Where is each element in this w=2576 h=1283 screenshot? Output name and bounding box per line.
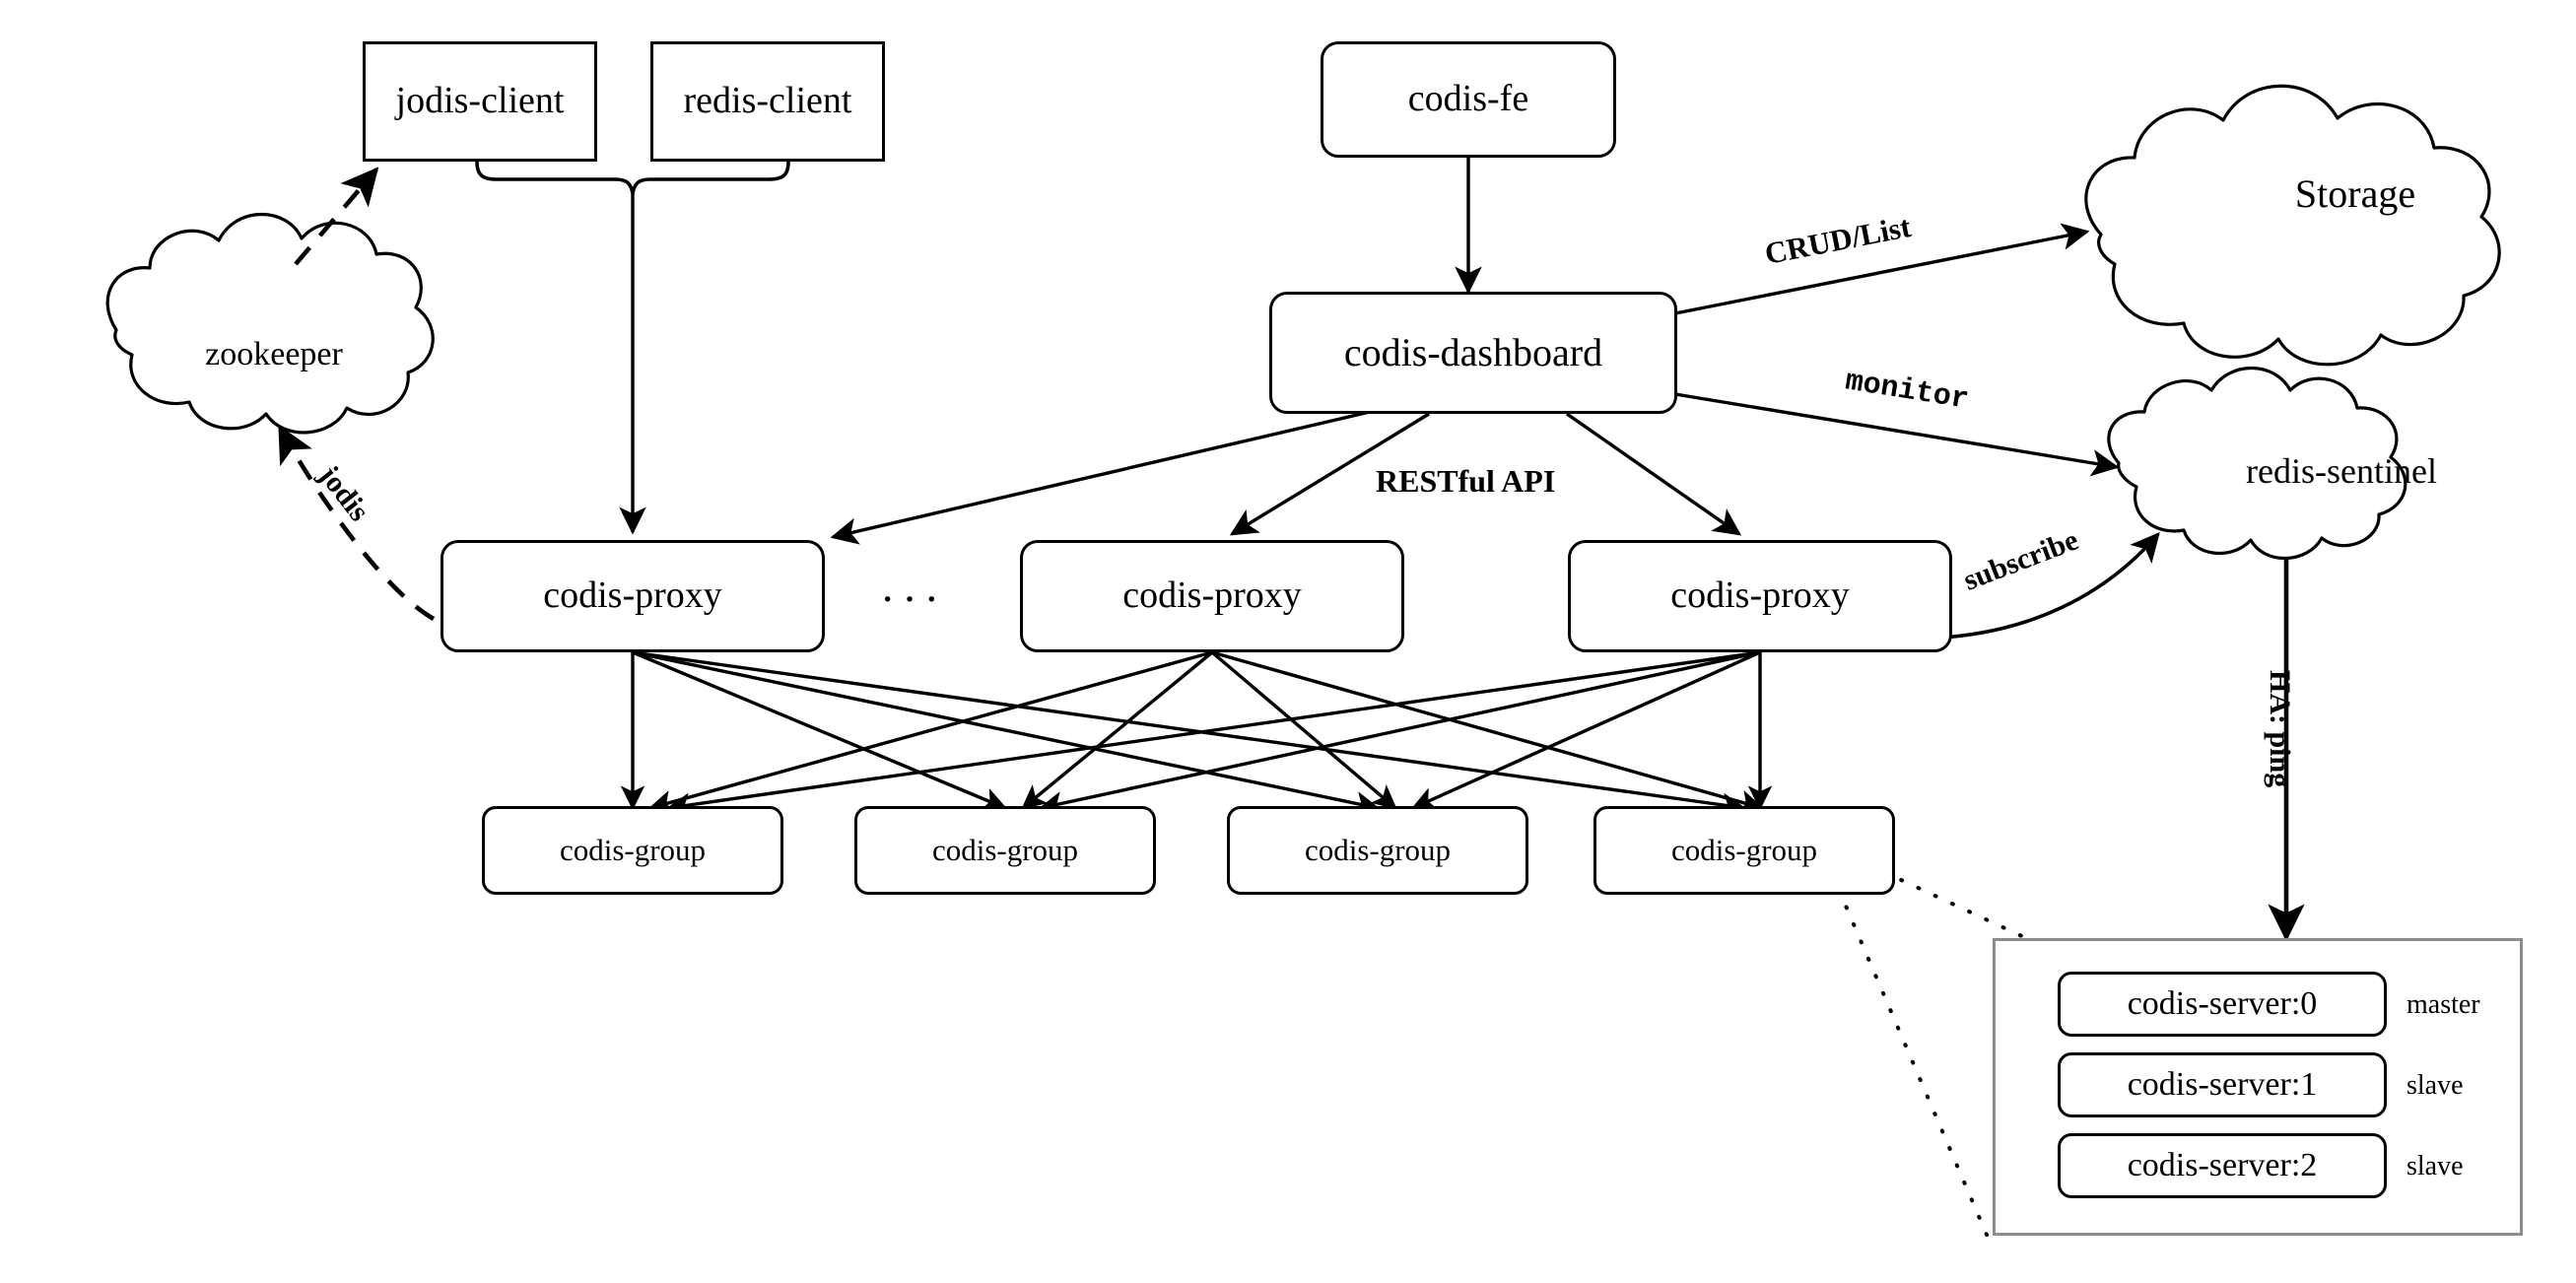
node-codis-group-4-label: codis-group (1670, 832, 1818, 867)
edge-proxy2-group2 (1021, 650, 1214, 810)
node-codis-server-1[interactable]: codis-server:1 (2058, 1052, 2387, 1117)
node-redis-client-label: redis-client (683, 80, 852, 122)
edge-zookeeper-to-jodis-client (294, 167, 379, 266)
edge-proxy1-group4 (632, 650, 1747, 817)
node-codis-proxy-2[interactable]: codis-proxy (1020, 540, 1404, 652)
node-codis-server-1-label: codis-server:1 (2127, 1066, 2318, 1104)
node-codis-server-2[interactable]: codis-server:2 (2058, 1133, 2387, 1198)
node-codis-dashboard-label: codis-dashboard (1343, 330, 1603, 374)
node-codis-server-0-label: codis-server:0 (2127, 985, 2318, 1023)
edge-proxy-group-mesh (620, 650, 1773, 817)
proxy-ellipsis: ··· (880, 574, 946, 624)
node-storage-label: Storage (2294, 170, 2416, 216)
edge-label-subscribe: subscribe (1958, 523, 2083, 597)
edge-proxy1-group3 (632, 650, 1381, 816)
node-codis-group-1-label: codis-group (559, 832, 707, 867)
node-codis-proxy-3-label: codis-proxy (1670, 574, 1850, 617)
node-redis-sentinel: redis-sentinel (2115, 447, 2568, 495)
node-codis-group-2-label: codis-group (931, 832, 1079, 867)
edge-proxy2-group1 (647, 650, 1213, 814)
node-codis-server-0[interactable]: codis-server:0 (2058, 972, 2387, 1037)
node-codis-fe[interactable]: codis-fe (1321, 41, 1616, 158)
node-zookeeper-label: zookeeper (205, 336, 343, 372)
node-codis-proxy-1[interactable]: codis-proxy (441, 540, 825, 652)
node-redis-client[interactable]: redis-client (650, 41, 885, 162)
storage-cloud (2084, 84, 2501, 367)
node-codis-group-2[interactable]: codis-group (854, 806, 1156, 895)
edge-dashboard-to-proxy3 (1566, 412, 1742, 536)
node-codis-proxy-2-label: codis-proxy (1122, 574, 1302, 617)
edge-label-ha-ping: HA: ping (2264, 670, 2296, 788)
node-codis-fe-label: codis-fe (1407, 78, 1529, 120)
role-label-slave-1: slave (2407, 1070, 2464, 1101)
node-codis-dashboard[interactable]: codis-dashboard (1269, 292, 1677, 414)
client-brace (475, 160, 790, 194)
node-redis-sentinel-label: redis-sentinel (2246, 451, 2437, 491)
node-codis-proxy-3[interactable]: codis-proxy (1568, 540, 1952, 652)
node-codis-group-3-label: codis-group (1304, 832, 1452, 867)
edge-dashboard-to-proxy1 (830, 410, 1371, 545)
edge-proxy3-group3 (1410, 650, 1761, 810)
edge-proxy2-group3 (1210, 650, 1397, 810)
edge-proxy1-to-zookeeper (277, 424, 436, 622)
node-storage: Storage (2129, 168, 2576, 219)
edge-proxy1-group2 (632, 650, 1008, 811)
edge-proxy3-group1 (665, 650, 1761, 817)
node-codis-group-3[interactable]: codis-group (1227, 806, 1528, 895)
role-label-slave-2: slave (2407, 1151, 2464, 1182)
edge-label-jodis: jodis (312, 459, 376, 528)
dotted-bottom (1837, 888, 1989, 1237)
node-codis-proxy-1-label: codis-proxy (543, 574, 722, 617)
role-label-master: master (2407, 989, 2480, 1020)
edge-proxy3-group2 (1038, 650, 1761, 816)
edge-label-monitor: monitor (1843, 365, 1971, 418)
edge-label-restful-api: RESTful API (1376, 463, 1556, 499)
node-codis-group-1[interactable]: codis-group (482, 806, 783, 895)
dotted-top (1882, 870, 2028, 940)
node-zookeeper: zookeeper (116, 333, 432, 376)
redis-sentinel-cloud (2107, 367, 2407, 561)
node-codis-server-2-label: codis-server:2 (2127, 1147, 2318, 1184)
edge-label-crud-list: CRUD/List (1761, 209, 1914, 271)
node-jodis-client[interactable]: jodis-client (363, 41, 597, 162)
node-jodis-client-label: jodis-client (395, 80, 565, 122)
zookeeper-cloud (105, 212, 435, 435)
edge-proxy2-group4 (1211, 650, 1765, 814)
node-codis-group-4[interactable]: codis-group (1593, 806, 1895, 895)
